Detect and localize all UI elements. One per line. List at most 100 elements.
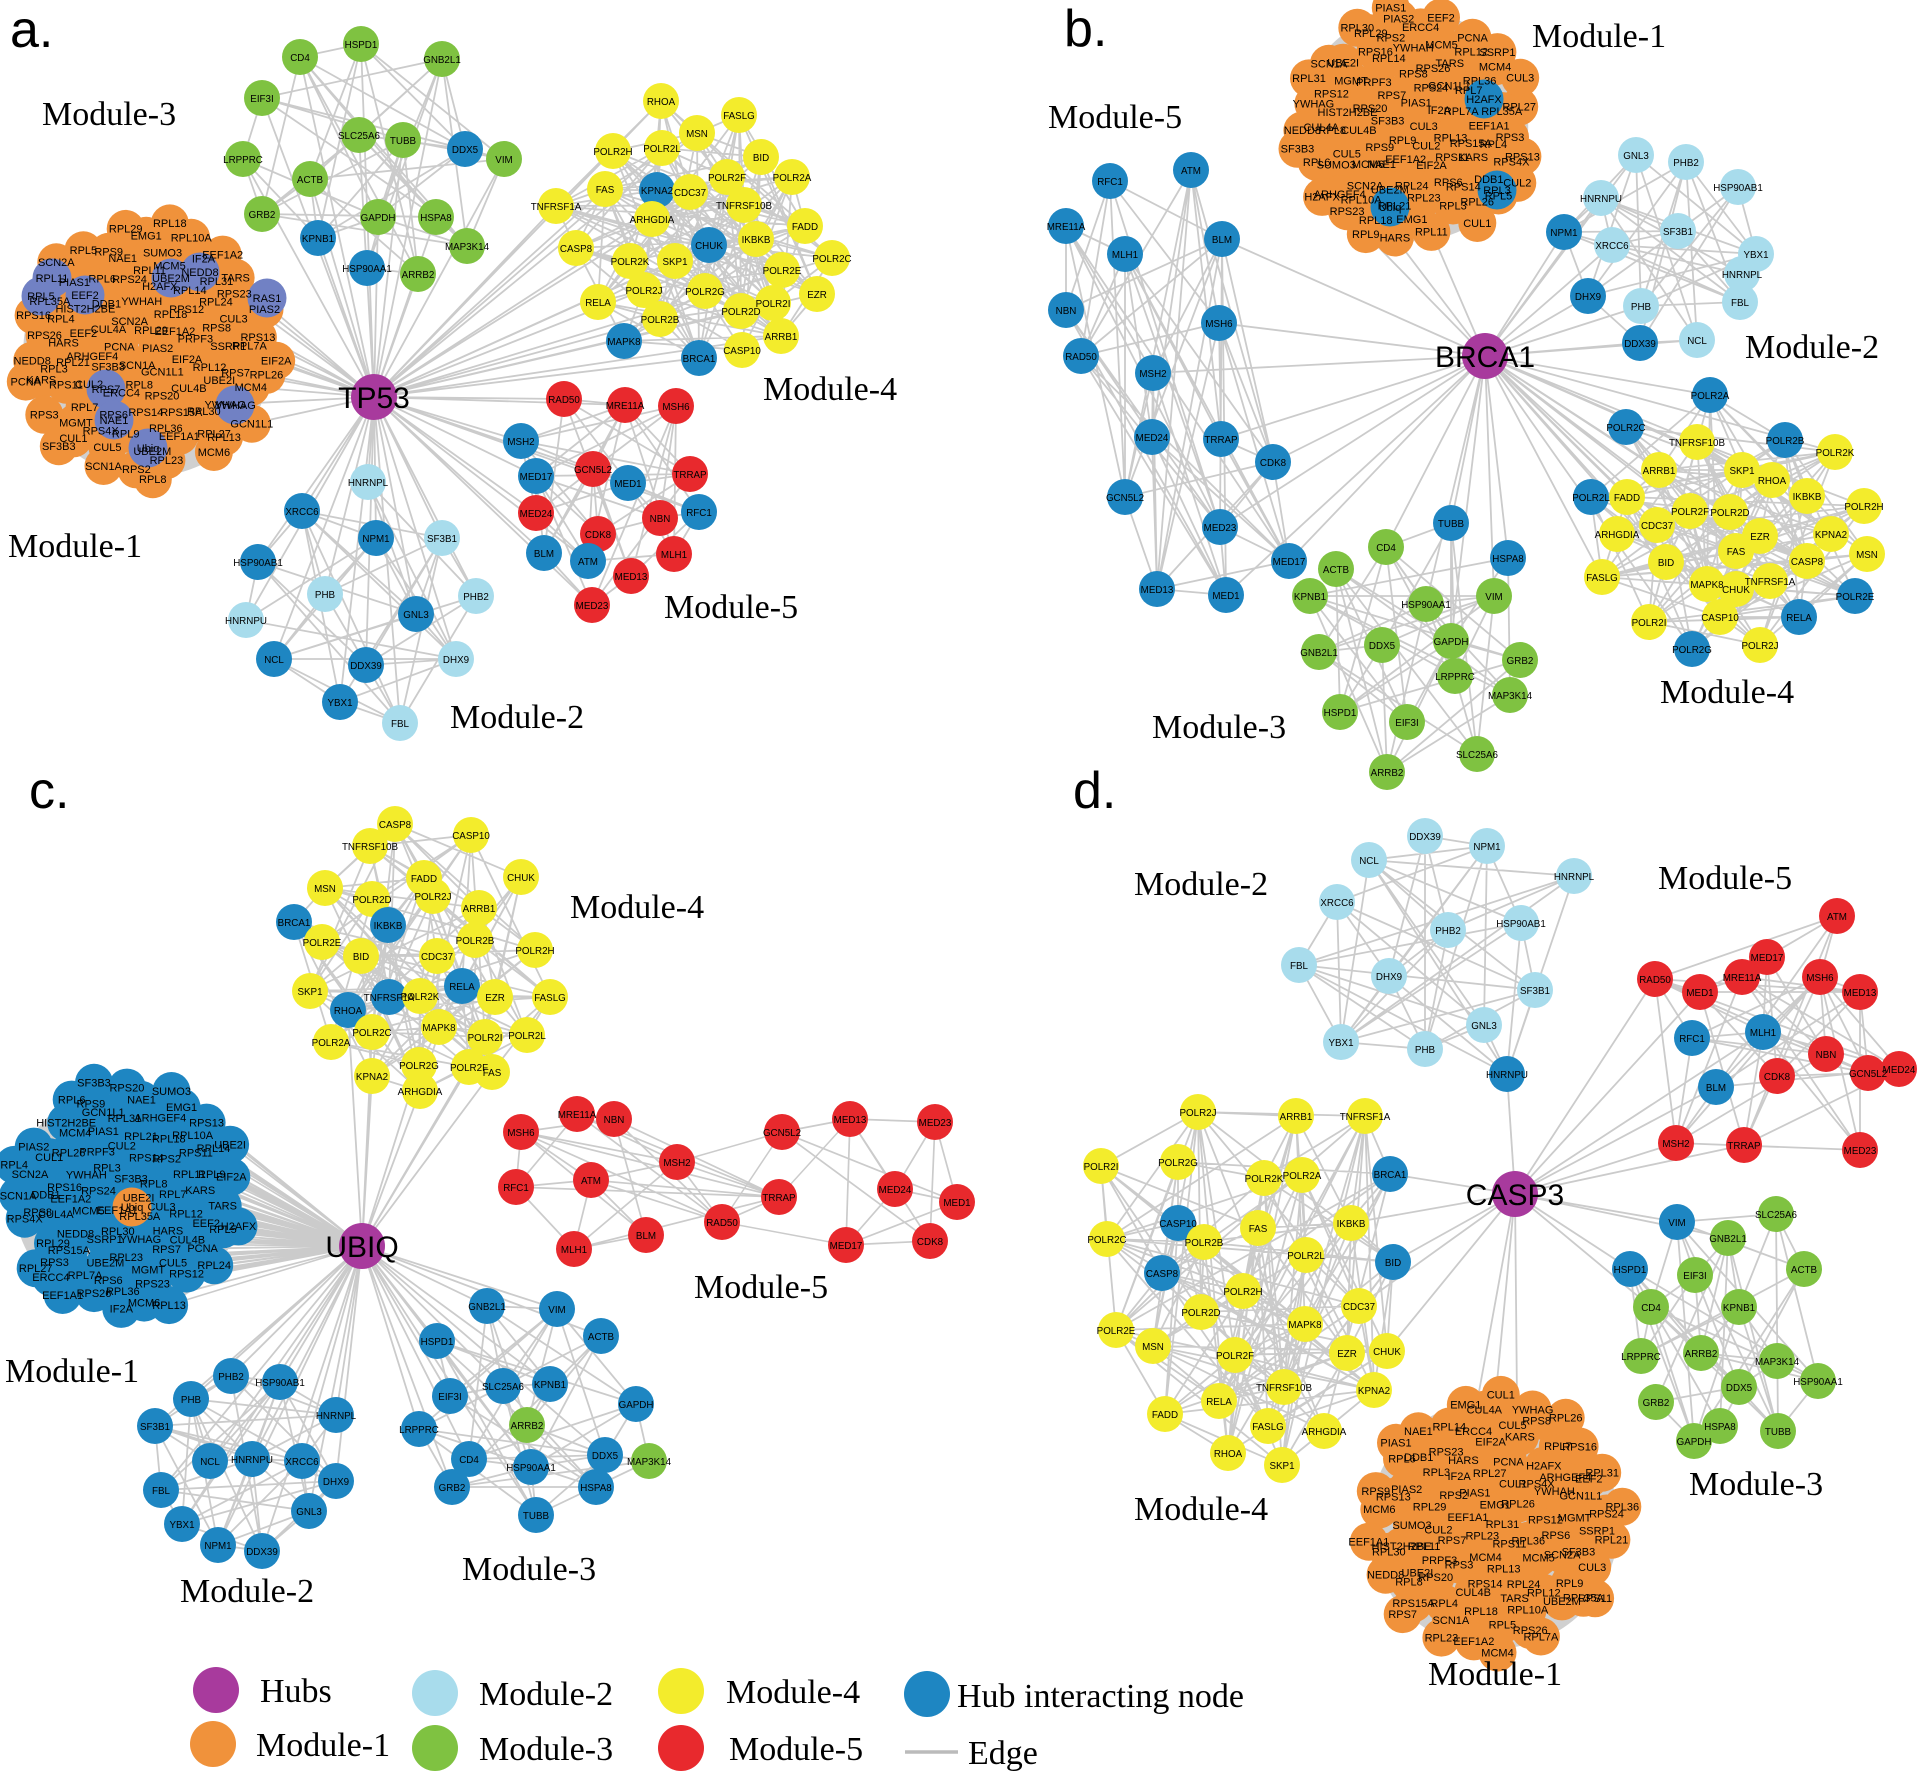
svg-text:EEF1A1: EEF1A1 [1448, 1512, 1489, 1524]
svg-text:TNFRSF10B: TNFRSF10B [1256, 1383, 1313, 1394]
svg-text:MLH1: MLH1 [1112, 250, 1138, 261]
svg-text:BRCA1: BRCA1 [1374, 1170, 1407, 1181]
svg-text:RPS20: RPS20 [145, 391, 180, 403]
svg-text:Module-4: Module-4 [1660, 674, 1794, 711]
svg-text:RPS15A: RPS15A [160, 407, 203, 419]
svg-text:RPS8: RPS8 [1399, 68, 1428, 80]
svg-text:RPL8: RPL8 [1395, 1576, 1423, 1588]
svg-text:RPL6: RPL6 [88, 274, 116, 286]
svg-text:TNFRSF10B: TNFRSF10B [1669, 438, 1726, 449]
svg-text:RPS3: RPS3 [40, 1257, 69, 1269]
svg-text:HNRNPU: HNRNPU [225, 616, 267, 627]
svg-text:NCL: NCL [1359, 856, 1379, 867]
svg-text:BID: BID [1385, 1258, 1401, 1269]
svg-text:RPL7: RPL7 [1544, 1441, 1572, 1453]
svg-text:MRE11A: MRE11A [558, 1110, 597, 1121]
svg-text:HNRNPL: HNRNPL [348, 478, 389, 489]
svg-text:RPL13: RPL13 [1487, 1564, 1521, 1576]
svg-text:POLR2D: POLR2D [721, 307, 760, 318]
svg-text:DDX5: DDX5 [1726, 1383, 1753, 1394]
svg-text:PRPF3: PRPF3 [79, 1146, 114, 1158]
svg-text:EIF3I: EIF3I [1395, 718, 1418, 729]
svg-text:TRRAP: TRRAP [673, 470, 707, 481]
svg-text:RELA: RELA [1206, 1397, 1232, 1408]
svg-text:RPL27: RPL27 [19, 1263, 53, 1275]
svg-text:GNL3: GNL3 [296, 1507, 322, 1518]
svg-text:RPS16: RPS16 [47, 1182, 82, 1194]
svg-text:RPS2: RPS2 [1439, 1490, 1468, 1502]
svg-text:UBE2M: UBE2M [133, 446, 171, 458]
svg-text:RPS14: RPS14 [129, 1153, 164, 1165]
svg-text:PHB2: PHB2 [1435, 926, 1461, 937]
svg-text:RPL14: RPL14 [1372, 53, 1406, 65]
svg-text:CUL4A: CUL4A [1467, 1405, 1503, 1417]
svg-text:HSPA8: HSPA8 [1492, 554, 1524, 565]
svg-text:RPL31: RPL31 [1486, 1519, 1520, 1531]
svg-text:RPS11: RPS11 [179, 1148, 213, 1160]
svg-text:MGMT: MGMT [59, 418, 93, 430]
svg-text:PIAS1: PIAS1 [59, 277, 90, 289]
svg-text:CUL2: CUL2 [1424, 1524, 1452, 1536]
svg-text:RPL35A: RPL35A [1481, 106, 1523, 118]
svg-text:CASP3: CASP3 [1466, 1179, 1564, 1212]
svg-text:RPL36: RPL36 [1511, 1536, 1545, 1548]
svg-text:HARS: HARS [1448, 1455, 1479, 1467]
svg-text:MCM6: MCM6 [1352, 159, 1384, 171]
svg-text:ARRB2: ARRB2 [1685, 1349, 1718, 1360]
svg-text:HSPA8: HSPA8 [580, 1483, 612, 1494]
svg-text:FASLG: FASLG [723, 111, 755, 122]
svg-text:MSH6: MSH6 [1205, 319, 1233, 330]
svg-text:ARRB2: ARRB2 [402, 270, 435, 281]
svg-text:BID: BID [1658, 558, 1674, 569]
svg-text:HSP90AA1: HSP90AA1 [1793, 1377, 1843, 1388]
svg-text:POLR2D: POLR2D [1181, 1308, 1220, 1319]
svg-text:POLR2A: POLR2A [312, 1038, 351, 1049]
svg-text:MAP3K14: MAP3K14 [1488, 691, 1533, 702]
svg-text:EIF2A: EIF2A [1475, 1437, 1506, 1449]
svg-text:RPL9: RPL9 [1352, 229, 1380, 241]
svg-text:CHUK: CHUK [1373, 1347, 1401, 1358]
svg-text:FASLG: FASLG [1252, 1422, 1284, 1433]
svg-text:TARS: TARS [208, 1201, 237, 1213]
svg-text:RELA: RELA [585, 298, 611, 309]
svg-text:MED23: MED23 [1204, 523, 1237, 534]
svg-text:RPL11: RPL11 [1415, 227, 1448, 239]
svg-text:GAPDH: GAPDH [1677, 1437, 1712, 1448]
svg-text:NEDD8: NEDD8 [1284, 125, 1321, 137]
svg-text:RPS16: RPS16 [16, 310, 51, 322]
svg-text:Ubiq: Ubiq [137, 443, 160, 455]
svg-text:HSPA8: HSPA8 [420, 213, 452, 224]
svg-text:RPS11: RPS11 [1435, 152, 1469, 164]
svg-text:EMG1: EMG1 [131, 231, 162, 243]
svg-text:PIAS1: PIAS1 [1380, 1438, 1411, 1450]
svg-text:MRE11A: MRE11A [1723, 973, 1762, 984]
svg-text:POLR2B: POLR2B [641, 315, 680, 326]
svg-text:MSH2: MSH2 [507, 437, 534, 448]
svg-text:VIM: VIM [1485, 592, 1502, 603]
svg-text:RPS6: RPS6 [1542, 1530, 1571, 1542]
svg-text:RPL3: RPL3 [93, 1163, 121, 1175]
svg-text:UBE2M: UBE2M [1371, 184, 1409, 196]
svg-text:MCM4: MCM4 [59, 1127, 91, 1139]
svg-text:EEF1A2: EEF1A2 [50, 1193, 91, 1205]
svg-text:CDC37: CDC37 [1343, 1302, 1375, 1313]
svg-text:GNB2L1: GNB2L1 [1300, 648, 1338, 659]
svg-text:GNL3: GNL3 [403, 610, 429, 621]
svg-text:CUL2: CUL2 [1503, 178, 1531, 190]
svg-text:RPS20: RPS20 [1353, 103, 1388, 115]
svg-text:HNRNPU: HNRNPU [231, 1455, 273, 1466]
svg-text:ATM: ATM [1181, 166, 1201, 177]
svg-text:RHOA: RHOA [334, 1006, 363, 1017]
svg-text:FBL: FBL [152, 1486, 171, 1497]
svg-text:YBX1: YBX1 [169, 1520, 194, 1531]
svg-text:TNFRSF1A: TNFRSF1A [531, 202, 582, 213]
svg-text:NPM1: NPM1 [362, 534, 389, 545]
svg-text:POLR2C: POLR2C [1087, 1235, 1126, 1246]
svg-text:MSH2: MSH2 [663, 1158, 690, 1169]
svg-text:RPL24: RPL24 [197, 1260, 231, 1272]
svg-text:Module-2: Module-2 [1134, 866, 1268, 903]
svg-text:POLR2J: POLR2J [414, 892, 451, 903]
svg-text:RPL5: RPL5 [209, 1224, 237, 1236]
svg-text:RPS15A: RPS15A [1450, 138, 1493, 150]
svg-text:SCN2A: SCN2A [12, 1169, 49, 1181]
